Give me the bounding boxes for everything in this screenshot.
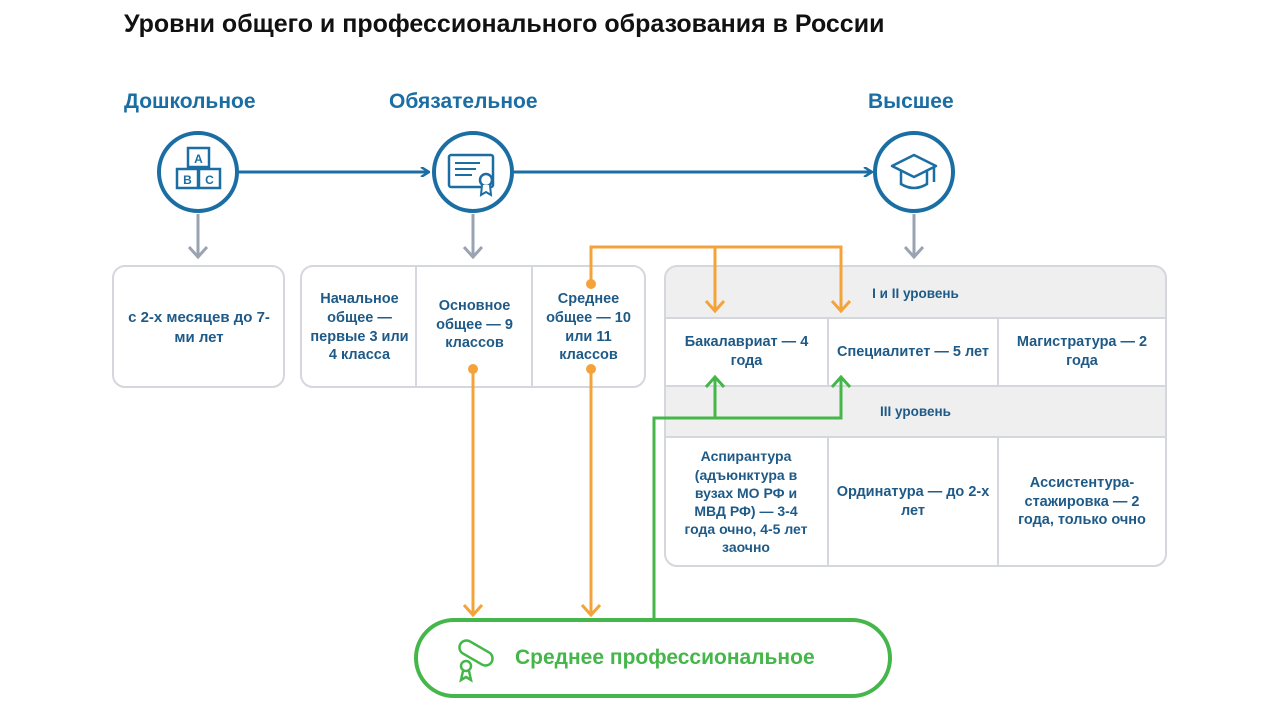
- specialist: Специалитет — 5 лет: [836, 343, 990, 360]
- level-3-label: III уровень: [880, 403, 951, 419]
- postgraduate: Аспирантура (адъюнктура в вузах МО РФ и …: [684, 448, 808, 556]
- assistantship: Ассистентура-стажировка — 2 года, только…: [1018, 474, 1146, 529]
- svg-text:A: A: [194, 152, 203, 166]
- abc-blocks-icon: A B C: [157, 131, 239, 213]
- higher-table: [664, 265, 1167, 567]
- svg-text:B: B: [183, 173, 192, 187]
- bachelor: Бакалавриат — 4 года: [684, 334, 809, 369]
- preschool-duration: с 2-х месяцев до 7-ми лет: [128, 309, 270, 346]
- vocational-label: Среднее профессиональное: [515, 646, 815, 669]
- green-arrows: [652, 374, 852, 620]
- residency: Ординатура — до 2-х лет: [836, 484, 990, 519]
- primary-general: Начальное общее — первые 3 или 4 класса: [310, 290, 409, 364]
- certificate-icon: [432, 131, 514, 213]
- secondary-general: Среднее общее — 10 или 11 классов: [546, 290, 631, 364]
- page-title: Уровни общего и профессионального образо…: [124, 10, 885, 38]
- gray-down-arrows: [187, 214, 925, 260]
- level-mandatory-label: Обязательное: [389, 90, 538, 113]
- preschool-box: [112, 265, 285, 388]
- master: Магистратура — 2 года: [1016, 334, 1148, 369]
- orange-arrows: [462, 245, 852, 618]
- level-higher-label: Высшее: [868, 90, 954, 113]
- basic-general: Основное общее — 9 классов: [436, 297, 513, 352]
- level-3-bg: [665, 386, 1166, 437]
- level-1-2-label: I и II уровень: [872, 285, 959, 301]
- diploma-scroll-icon: [458, 639, 494, 683]
- vocational-box: [414, 618, 892, 698]
- level-preschool-label: Дошкольное: [124, 90, 256, 113]
- graduation-cap-icon: [873, 131, 955, 213]
- svg-text:C: C: [205, 173, 214, 187]
